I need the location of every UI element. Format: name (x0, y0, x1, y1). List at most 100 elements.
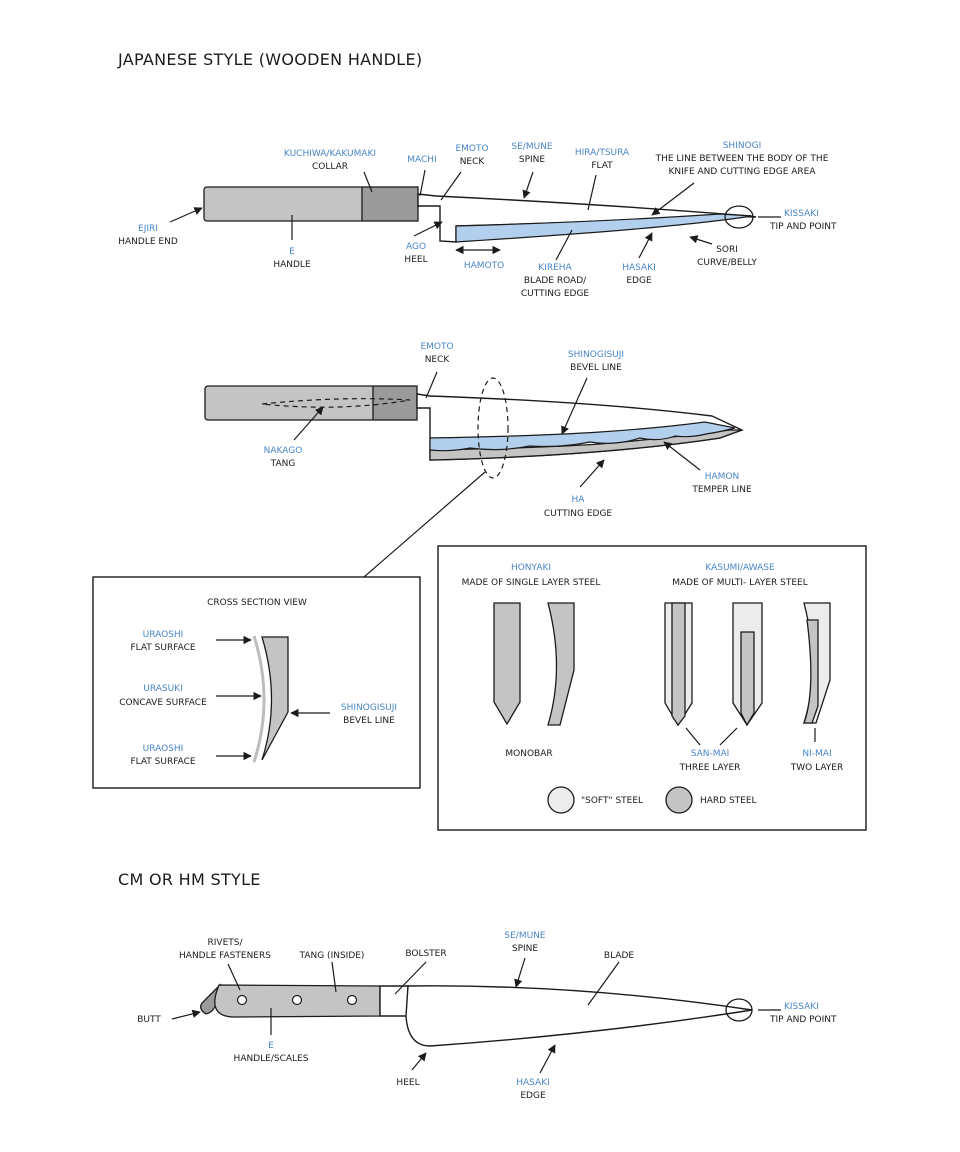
cs-uraoshi-bottom-en: FLAT SURFACE (130, 757, 195, 767)
tip-circle (724, 205, 754, 229)
k3-rivets-en1: RIVETS/ (208, 938, 244, 948)
label-kissaki-jp: KISSAKI (784, 209, 819, 219)
label-semune-en: SPINE (519, 155, 546, 165)
japanese-knife-side-view (203, 186, 757, 243)
k3-tang-label: TANG (INSIDE) (299, 951, 365, 961)
steel-pointers (685, 727, 816, 746)
label-hasaki-en: EDGE (626, 276, 652, 286)
knife1-pointers (169, 169, 781, 261)
label-ejiri-jp: EJIRI (138, 224, 158, 234)
western-blade (405, 985, 753, 1047)
label-sori-en2: CURVE/BELLY (697, 258, 757, 268)
legend-hard-label: HARD STEEL (700, 796, 757, 806)
k2-label-hamon-en: TEMPER LINE (691, 485, 752, 495)
japanese-knife-blade-detail (204, 377, 744, 479)
cross-section-shape (252, 635, 289, 763)
japanese-style-title: JAPANESE STYLE (WOODEN HANDLE) (117, 50, 422, 69)
k2-label-nakago-jp: NAKAGO (264, 446, 303, 456)
san-mai-profiles (664, 602, 763, 727)
collar (372, 385, 418, 421)
western-knife (200, 983, 753, 1047)
steel-kasumi-en: MADE OF MULTI- LAYER STEEL (672, 578, 807, 588)
steel-legend: "SOFT" STEEL HARD STEEL (547, 786, 757, 814)
label-e-jp: E (289, 247, 295, 257)
legend-hard-swatch (665, 786, 693, 814)
k2-label-shinogisuji-en: BEVEL LINE (570, 363, 622, 373)
western-style-title: CM OR HM STYLE (118, 870, 261, 889)
cs-urasuki-en: CONCAVE SURFACE (119, 698, 207, 708)
k3-heel-label: HEEL (396, 1078, 419, 1088)
handle-body (203, 186, 365, 222)
label-shinogi-en1: THE LINE BETWEEN THE BODY OF THE (655, 154, 829, 164)
steel-honyaki-jp: HONYAKI (511, 563, 551, 573)
label-ago-en: HEEL (404, 255, 427, 265)
label-shinogi-en2: KNIFE AND CUTTING EDGE AREA (668, 167, 816, 177)
steel-sanmai-jp: SAN-MAI (691, 749, 730, 759)
label-semune-jp: SE/MUNE (511, 142, 553, 152)
cs-shinogisuji-en: BEVEL LINE (343, 716, 395, 726)
label-hasaki-jp: HASAKI (622, 263, 656, 273)
k3-rivets-en2: HANDLE FASTENERS (179, 951, 271, 961)
k2-label-nakago-en: TANG (270, 459, 296, 469)
k3-kissaki-jp: KISSAKI (784, 1002, 819, 1012)
k3-butt-label: BUTT (137, 1015, 161, 1025)
collar (361, 186, 419, 222)
k2-label-shinogisuji-jp: SHINOGISUJI (568, 350, 624, 360)
cross-section-marker (477, 377, 509, 479)
knife2-pointers (293, 371, 701, 578)
steel-honyaki-en: MADE OF SINGLE LAYER STEEL (462, 578, 601, 588)
k2-label-ha-en: CUTTING EDGE (544, 509, 613, 519)
k3-bolster-label: BOLSTER (405, 949, 446, 959)
label-hira-en: FLAT (591, 161, 613, 171)
k3-hasaki-en: EDGE (520, 1091, 546, 1101)
cross-section-title: CROSS SECTION VIEW (207, 598, 307, 608)
steel-sanmai-en: THREE LAYER (679, 763, 741, 773)
label-hira-jp: HIRA/TSURA (575, 148, 630, 158)
k3-e-jp: E (268, 1041, 274, 1051)
cs-urasuki-jp: URASUKI (143, 684, 183, 694)
tang-dashed (261, 398, 411, 408)
k3-semune-en: SPINE (512, 944, 539, 954)
knife3-pointers (171, 957, 781, 1074)
cs-uraoshi-bottom-jp: URAOSHI (143, 744, 184, 754)
cs-uraoshi-top-en: FLAT SURFACE (130, 643, 195, 653)
k3-kissaki-en: TIP AND POINT (769, 1015, 837, 1025)
legend-soft-swatch (547, 786, 575, 814)
k3-blade-label: BLADE (604, 951, 634, 961)
label-kireha-en1: BLADE ROAD/ (524, 276, 587, 286)
label-shinogi-jp: SHINOGI (723, 141, 762, 151)
label-emoto-en: NECK (460, 157, 486, 167)
bolster (379, 985, 409, 1017)
label-ago-jp: AGO (406, 242, 426, 252)
label-e-en: HANDLE (273, 260, 311, 270)
cs-shinogisuji-jp: SHINOGISUJI (341, 703, 397, 713)
steel-kasumi-jp: KASUMI/AWASE (705, 563, 775, 573)
handle-body (204, 385, 376, 421)
label-kuchiwa-en: COLLAR (312, 162, 348, 172)
blade-road (455, 213, 753, 243)
label-machi-jp: MACHI (407, 155, 436, 165)
cross-section-pointers (216, 635, 330, 761)
steel-monobar-label: MONOBAR (505, 749, 552, 759)
tip-circle (725, 998, 753, 1022)
label-kissaki-en: TIP AND POINT (769, 222, 837, 232)
label-kuchiwa-jp: KUCHIWA/KAKUMAKI (284, 149, 376, 159)
label-kireha-en2: CUTTING EDGE (521, 289, 590, 299)
k2-label-ha-jp: HA (572, 495, 586, 505)
steel-nimai-jp: NI-MAI (802, 749, 831, 759)
legend-soft-label: "SOFT" STEEL (581, 796, 643, 806)
k2-label-hamon-jp: HAMON (705, 472, 740, 482)
label-hamoto-jp: HAMOTO (464, 261, 504, 271)
k2-label-emoto-jp: EMOTO (420, 342, 453, 352)
steel-nimai-en: TWO LAYER (790, 763, 843, 773)
monobar-profiles (493, 602, 575, 726)
label-ejiri-en: HANDLE END (118, 237, 178, 247)
label-kireha-jp: KIREHA (538, 263, 572, 273)
k3-e-en: HANDLE/SCALES (234, 1054, 309, 1064)
k3-semune-jp: SE/MUNE (504, 931, 546, 941)
label-emoto-jp: EMOTO (455, 144, 488, 154)
cs-uraoshi-top-jp: URAOSHI (143, 630, 184, 640)
k3-hasaki-jp: HASAKI (516, 1078, 550, 1088)
label-sori-en1: SORI (716, 245, 738, 255)
